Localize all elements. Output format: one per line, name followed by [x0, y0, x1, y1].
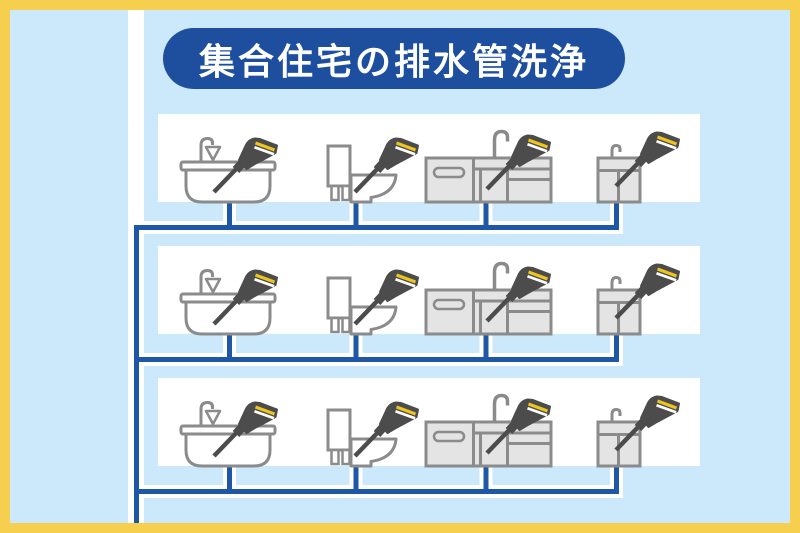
title-badge: 集合住宅の排水管洗浄	[163, 28, 625, 89]
page-title: 集合住宅の排水管洗浄	[198, 41, 589, 83]
diagram-area: 集合住宅の排水管洗浄	[10, 10, 790, 523]
pipe-lines	[134, 191, 619, 523]
drain-pipe-network	[130, 187, 623, 523]
building-drain-diagram	[128, 10, 700, 523]
